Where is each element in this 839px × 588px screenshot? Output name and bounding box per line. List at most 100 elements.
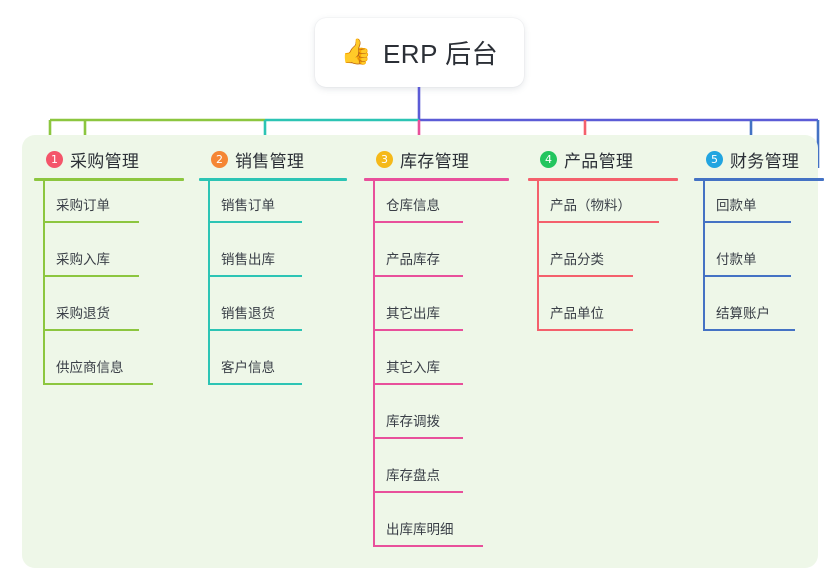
column-underline (199, 178, 347, 181)
column-产品管理: 4 产品管理产品（物料） 产品分类产品单位 (528, 146, 678, 343)
list-item-underline (43, 329, 139, 331)
list-item-underline (537, 329, 633, 331)
list-item-underline (537, 275, 633, 277)
list-item-label: 客户信息 (221, 360, 275, 375)
list-item[interactable]: 产品库存 (364, 235, 509, 289)
list-item[interactable]: 库存调拨 (364, 397, 509, 451)
list-item-label: 供应商信息 (56, 360, 124, 375)
list-item[interactable]: 仓库信息 (364, 181, 509, 235)
column-header-2[interactable]: 2 销售管理 (199, 146, 347, 172)
column-header-5[interactable]: 5 财务管理 (694, 146, 824, 172)
number-badge-icon: 4 (540, 150, 557, 168)
column-title: 产品管理 (564, 151, 634, 171)
list-item-label: 产品单位 (550, 306, 604, 321)
list-item-label: 销售订单 (221, 198, 275, 213)
column-underline (528, 178, 678, 181)
item-spine (373, 181, 375, 547)
column-采购管理: 1 采购管理采购订单采购入库采购退货供应商信息 (34, 146, 184, 397)
list-item-underline (373, 221, 463, 223)
list-item-underline (373, 437, 463, 439)
column-header-3[interactable]: 3 库存管理 (364, 146, 509, 172)
list-item-underline (373, 491, 463, 493)
list-item-underline (537, 221, 659, 223)
list-item-label: 销售退货 (221, 306, 275, 321)
item-spine (43, 181, 45, 385)
list-item-underline (373, 383, 463, 385)
list-item-label: 回款单 (716, 198, 757, 213)
list-item-label: 付款单 (716, 252, 757, 267)
column-库存管理: 3 库存管理仓库信息产品库存其它出库其它入库库存调拨库存盘点出库库明细 (364, 146, 509, 559)
number-badge-icon: 2 (211, 150, 228, 168)
column-items: 采购订单采购入库采购退货供应商信息 (34, 181, 184, 397)
column-items: 产品（物料） 产品分类产品单位 (528, 181, 678, 343)
column-title: 采购管理 (70, 151, 140, 171)
list-item-underline (208, 221, 302, 223)
list-item-label: 其它入库 (386, 360, 440, 375)
column-title: 财务管理 (730, 151, 800, 171)
number-badge-icon: 1 (46, 150, 63, 168)
list-item[interactable]: 回款单 (694, 181, 824, 235)
list-item[interactable]: 销售退货 (199, 289, 347, 343)
number-badge-icon: 5 (706, 150, 723, 168)
list-item[interactable]: 产品单位 (528, 289, 678, 343)
list-item-label: 采购退货 (56, 306, 110, 321)
column-销售管理: 2 销售管理销售订单销售出库销售退货客户信息 (199, 146, 347, 397)
list-item-label: 产品（物料） (550, 198, 631, 213)
list-item-underline (208, 329, 302, 331)
list-item-label: 其它出库 (386, 306, 440, 321)
list-item[interactable]: 结算账户 (694, 289, 824, 343)
item-spine (703, 181, 705, 331)
list-item-underline (703, 275, 791, 277)
list-item-label: 出库库明细 (386, 522, 454, 537)
number-badge-icon: 3 (376, 150, 393, 168)
column-title: 销售管理 (235, 151, 305, 171)
list-item-underline (43, 383, 153, 385)
list-item-underline (208, 275, 302, 277)
root-title: ERP 后台 (382, 39, 499, 69)
list-item[interactable]: 销售订单 (199, 181, 347, 235)
list-item[interactable]: 采购订单 (34, 181, 184, 235)
list-item[interactable]: 供应商信息 (34, 343, 184, 397)
list-item[interactable]: 采购入库 (34, 235, 184, 289)
list-item[interactable]: 出库库明细 (364, 505, 509, 559)
list-item-underline (703, 221, 791, 223)
list-item-label: 产品分类 (550, 252, 604, 267)
list-item-underline (43, 275, 139, 277)
column-underline (34, 178, 184, 181)
branches-panel (22, 135, 818, 568)
list-item[interactable]: 库存盘点 (364, 451, 509, 505)
list-item[interactable]: 产品分类 (528, 235, 678, 289)
list-item[interactable]: 其它入库 (364, 343, 509, 397)
list-item-underline (373, 545, 483, 547)
column-财务管理: 5 财务管理回款单付款单结算账户 (694, 146, 824, 343)
list-item[interactable]: 客户信息 (199, 343, 347, 397)
list-item-label: 销售出库 (221, 252, 275, 267)
list-item[interactable]: 其它出库 (364, 289, 509, 343)
list-item-underline (373, 329, 463, 331)
list-item-underline (373, 275, 463, 277)
list-item-label: 仓库信息 (386, 198, 440, 213)
list-item-underline (703, 329, 795, 331)
column-items: 仓库信息产品库存其它出库其它入库库存调拨库存盘点出库库明细 (364, 181, 509, 559)
root-node[interactable]: 👍 ERP 后台 (315, 18, 524, 87)
list-item-label: 库存盘点 (386, 468, 440, 483)
list-item[interactable]: 产品（物料） (528, 181, 678, 235)
item-spine (537, 181, 539, 331)
column-header-4[interactable]: 4 产品管理 (528, 146, 678, 172)
column-items: 回款单付款单结算账户 (694, 181, 824, 343)
list-item-label: 结算账户 (716, 306, 770, 321)
list-item-underline (43, 221, 139, 223)
column-items: 销售订单销售出库销售退货客户信息 (199, 181, 347, 397)
column-title: 库存管理 (400, 151, 470, 171)
column-underline (364, 178, 509, 181)
list-item[interactable]: 销售出库 (199, 235, 347, 289)
list-item-label: 库存调拨 (386, 414, 440, 429)
thumbs-up-icon: 👍 (340, 38, 372, 66)
item-spine (208, 181, 210, 385)
list-item-label: 采购入库 (56, 252, 110, 267)
list-item[interactable]: 付款单 (694, 235, 824, 289)
column-underline (694, 178, 824, 181)
column-header-1[interactable]: 1 采购管理 (34, 146, 184, 172)
list-item[interactable]: 采购退货 (34, 289, 184, 343)
